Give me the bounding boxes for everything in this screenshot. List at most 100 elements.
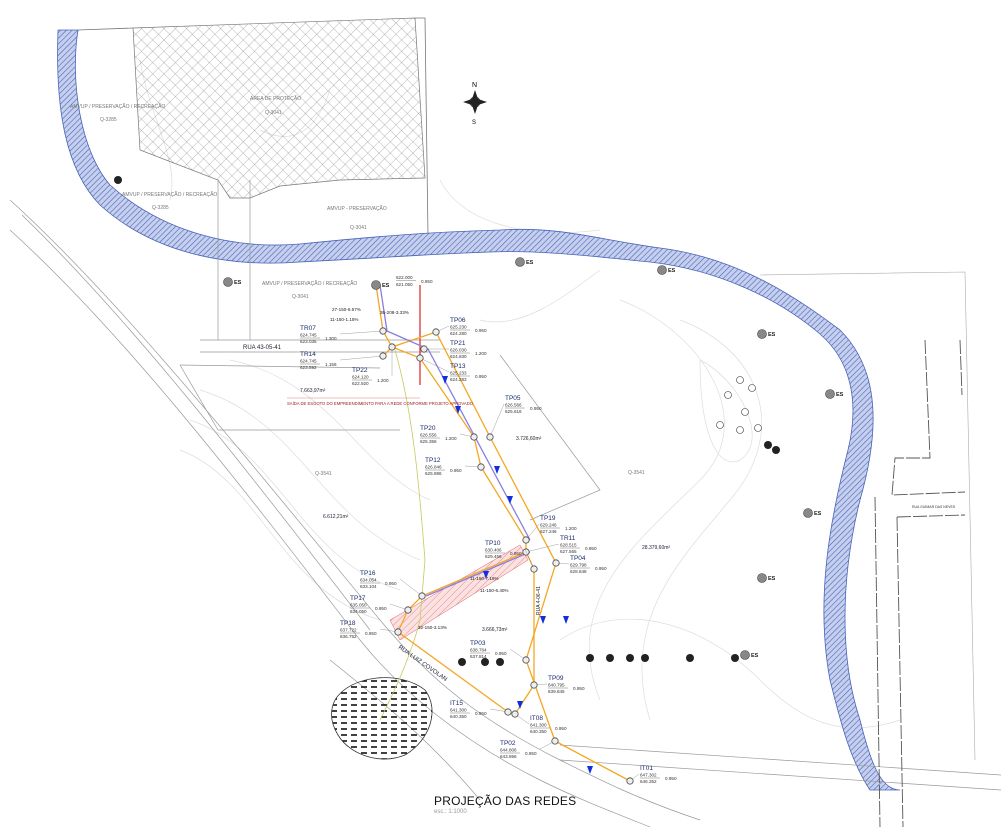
segment-label: 11-150-7.16% [470, 576, 499, 581]
depth-value: 1.300 [325, 336, 337, 341]
depth-value: 0.950 [365, 631, 377, 636]
depth-value: 0.950 [555, 726, 567, 731]
depth-value: 0.950 [475, 374, 487, 379]
es-label: ES [234, 280, 242, 286]
cover-elevation: 640.795 [548, 683, 565, 688]
boundary-outline [379, 349, 426, 721]
manhole-id: IT01 [640, 765, 653, 772]
pipe-line [425, 551, 531, 597]
manhole-icon [388, 343, 396, 351]
invert-elevation: 636.752 [340, 634, 357, 639]
manhole-icon [522, 548, 530, 556]
es-marker-icon [223, 277, 233, 287]
manhole-id: TP06 [450, 317, 466, 324]
manhole-id: TP18 [340, 620, 356, 627]
cover-elevation: 635.050 [350, 603, 367, 608]
dense-tree-icon [626, 654, 634, 662]
leader-line [419, 357, 450, 373]
manhole-icon [626, 777, 634, 785]
manhole-icon [486, 433, 494, 441]
cover-elevation: 647.302 [640, 773, 657, 778]
outlet-note: SAÍDA DE ESGOTO DO EMPREENDIMENTO PARA A… [287, 401, 474, 406]
es-elevation: 622.000 [396, 275, 413, 280]
manhole-icon [477, 463, 485, 471]
dense-tree-icon [606, 654, 614, 662]
manhole-id: TP21 [450, 340, 466, 347]
drawing-scale: esc.: 1:1000 [434, 809, 467, 815]
dense-tree-icon [686, 654, 694, 662]
es-marker-icon [515, 257, 525, 267]
tree-icon [748, 384, 756, 392]
invert-elevation: 627.565 [560, 549, 577, 554]
cover-elevation: 644.806 [500, 748, 517, 753]
manhole-icon [394, 628, 402, 636]
cover-elevation: 626.030 [450, 348, 467, 353]
manhole-id: TP10 [485, 540, 501, 547]
segment-labels: 36-208-3.33%27-150-6.67%11-150-1.15%11-1… [330, 307, 509, 630]
property-line [759, 271, 976, 761]
area-label: AMVUP - PRESERVAÇÃO [327, 205, 387, 212]
manhole-icon [420, 345, 428, 353]
lot-area: 6.612,21m² [323, 514, 349, 520]
flow-arrow-icon [587, 766, 593, 774]
manhole-id: IT08 [530, 715, 543, 722]
invert-elevation: 623.035 [300, 339, 317, 344]
roads [9, 180, 1001, 827]
leader-line [339, 330, 384, 335]
depth-value: 1.200 [475, 351, 487, 356]
manhole-id: TP22 [352, 367, 368, 374]
invert-elevation: 625.896 [425, 471, 442, 476]
es-marker-icon [657, 265, 667, 275]
lot-area: 3.726,60m² [516, 436, 542, 442]
right-streets [874, 339, 966, 827]
manhole-icon [418, 592, 426, 600]
leader-line [524, 548, 535, 570]
tree-icon [754, 424, 762, 432]
depth-value: 0.950 [385, 581, 397, 586]
cover-elevation: 629.798 [570, 563, 587, 568]
cover-elevation: 624.745 [300, 333, 317, 338]
area-code: Q-3041 [265, 110, 282, 116]
tree-icon [741, 408, 749, 416]
invert-elevation: 629.456 [485, 554, 502, 559]
depth-value: 0.950 [585, 546, 597, 551]
es-label: ES [768, 332, 776, 338]
invert-elevation: 633.104 [360, 584, 377, 589]
manhole-icon [551, 737, 559, 745]
drawing-title: PROJEÇÃO DAS REDES [434, 794, 577, 808]
invert-elevation: 639.845 [548, 689, 565, 694]
cover-elevation: 637.722 [340, 628, 357, 633]
invert-elevation: 623.592 [300, 365, 317, 370]
invert-elevation: 640.350 [450, 714, 467, 719]
flow-arrow-icon [563, 616, 569, 624]
cover-elevation: 626.556 [420, 433, 437, 438]
invert-elevation: 646.352 [640, 779, 657, 784]
site-boundary [77, 17, 429, 237]
manhole-icon [530, 681, 538, 689]
area-code: Q-3285 [152, 205, 169, 211]
street-label-rua-04: RUA 4-06-41 [536, 586, 542, 615]
es-elevation: 621.050 [396, 282, 413, 287]
segment-label: 32-150-3.13% [418, 625, 447, 630]
cover-elevation: 634.054 [360, 578, 377, 583]
segment-label: 27-150-6.67% [332, 307, 361, 312]
depth-value: 0.950 [375, 606, 387, 611]
invert-elevation: 634.050 [350, 609, 367, 614]
cover-elevation: 629.246 [540, 523, 557, 528]
es-label: ES [751, 653, 759, 659]
manhole-icon [522, 656, 530, 664]
segment-label: 11-150-6.40% [480, 588, 509, 593]
area-code: Q-3285 [100, 117, 117, 123]
lot-area: 7.663,97m² [300, 388, 326, 394]
invert-elevation: 643.856 [500, 754, 517, 759]
flow-arrow-icon [507, 496, 513, 504]
cover-elevation: 638.764 [470, 648, 487, 653]
area-label: AMVUP / PRESERVAÇÃO / RECREAÇÃO [262, 280, 357, 287]
cover-elevation: 641.300 [450, 708, 467, 713]
cover-elevation: 626.846 [425, 465, 442, 470]
es-marker-icon [825, 389, 835, 399]
es-marker-icon [757, 329, 767, 339]
manhole-id: TP03 [470, 640, 486, 647]
manhole-id: TP13 [450, 363, 466, 370]
